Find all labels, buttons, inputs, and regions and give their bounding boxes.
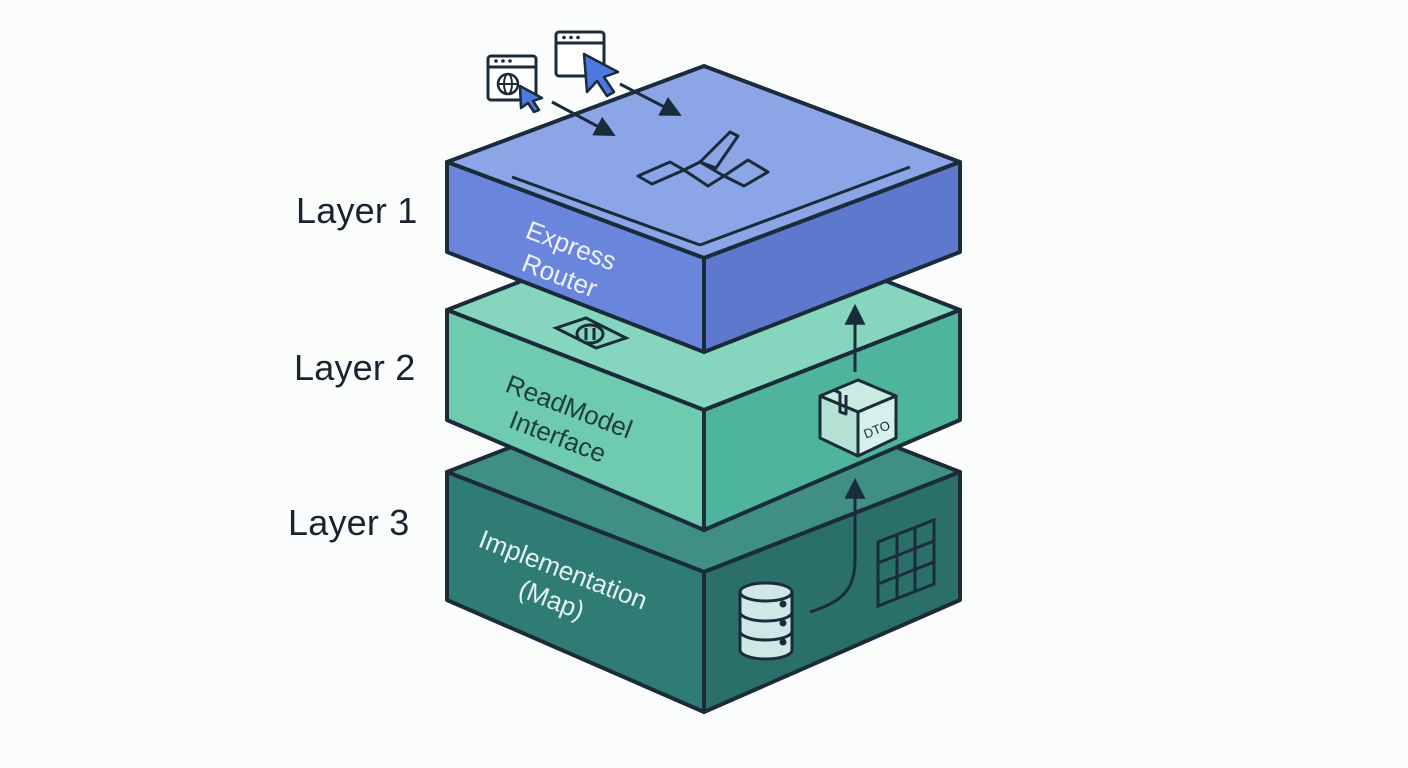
db-to-dto-arrow xyxy=(809,477,866,614)
layer-1-top-groove-2 xyxy=(699,165,911,247)
request-arrow-1 xyxy=(551,100,616,136)
database-icon xyxy=(738,581,794,661)
layer-1-label: Layer 1 xyxy=(296,190,418,231)
layer-1-top-groove xyxy=(511,175,701,247)
router-logo-icon xyxy=(636,130,770,188)
cursor-large-icon xyxy=(582,52,620,98)
interface-plug-icon xyxy=(552,316,630,350)
cursor-small-icon xyxy=(518,84,544,114)
dto-box-icon: DTO xyxy=(818,378,898,458)
request-arrow-2 xyxy=(619,82,682,116)
table-grid-icon xyxy=(876,517,936,609)
layer-2-label: Layer 2 xyxy=(294,347,416,388)
layer-3-label: Layer 3 xyxy=(288,502,410,543)
layer-1-right-face xyxy=(702,160,962,354)
